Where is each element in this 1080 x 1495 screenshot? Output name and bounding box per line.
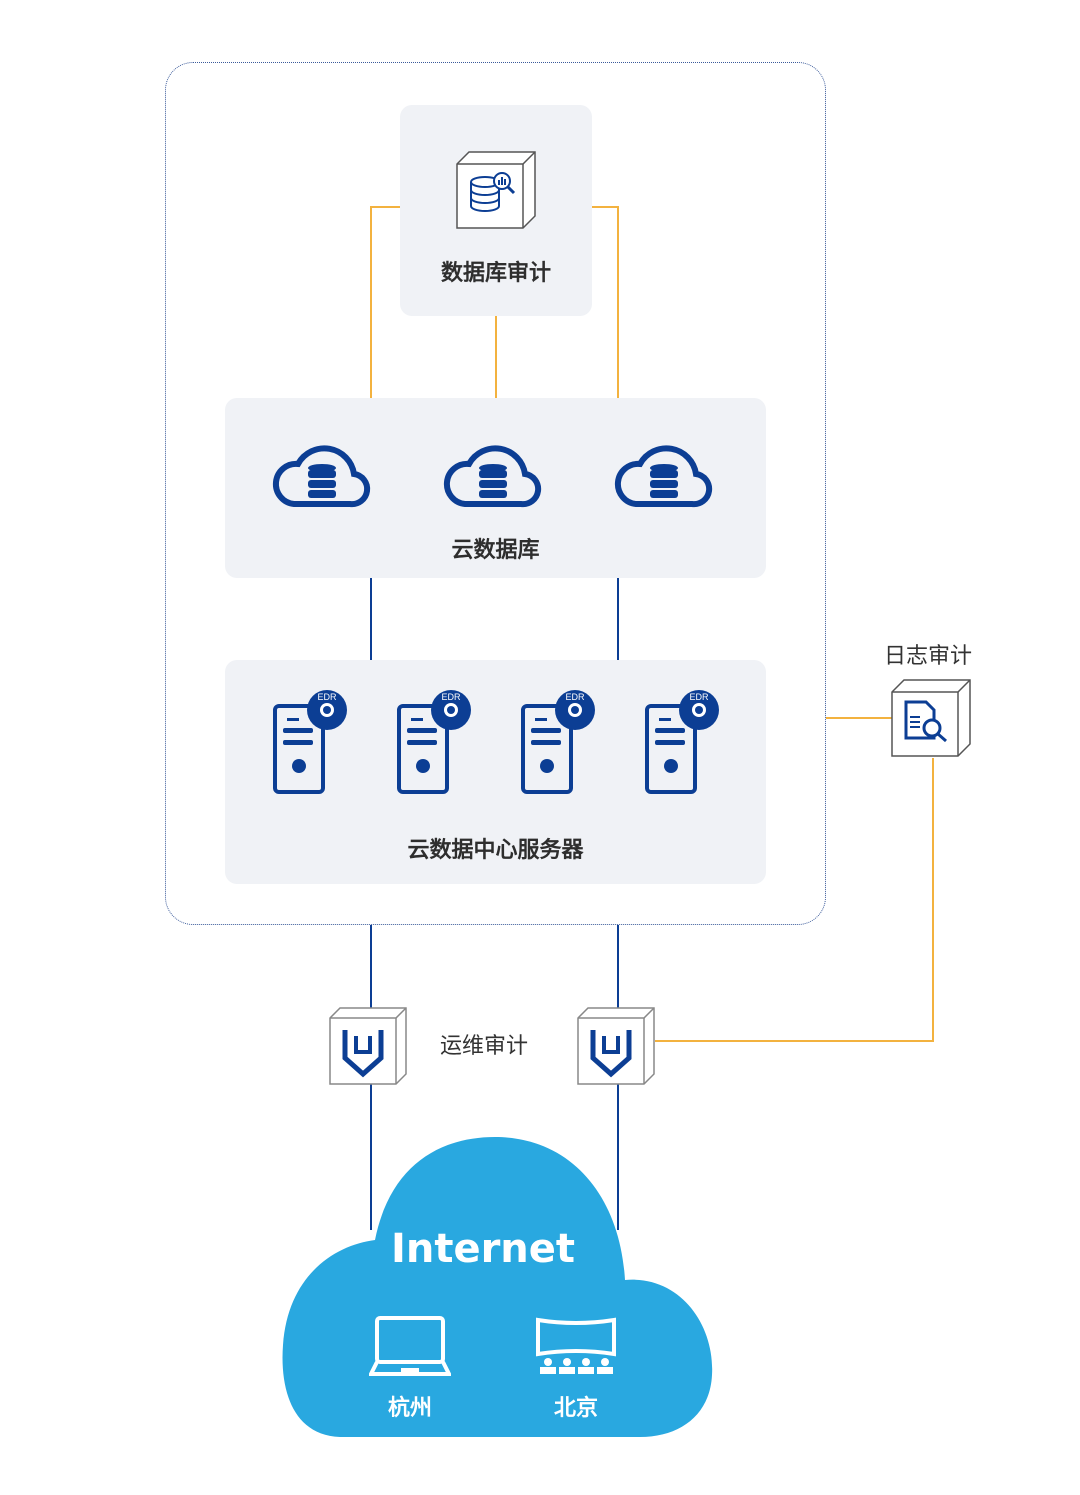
log-audit-link-ops bbox=[655, 758, 934, 1042]
cloud-database-icon bbox=[614, 445, 713, 508]
cloud-database-icon bbox=[272, 445, 371, 508]
server-icon: EDR bbox=[645, 690, 719, 794]
server-panel: EDR EDR EDR EDR 云数据中心服务器 bbox=[225, 660, 766, 884]
location-label-hangzhou: 杭州 bbox=[387, 1396, 432, 1421]
shield-icon bbox=[329, 1007, 407, 1085]
cloud-database-panel: 云数据库 bbox=[225, 398, 766, 578]
document-search-icon bbox=[891, 679, 971, 757]
edr-badge: EDR bbox=[317, 692, 337, 702]
server-item: EDR bbox=[397, 688, 477, 798]
edr-badge: EDR bbox=[689, 692, 709, 702]
cloud-database-icon bbox=[443, 445, 542, 508]
database-audit-label: 数据库审计 bbox=[440, 261, 551, 286]
video-wall-icon bbox=[536, 1317, 616, 1374]
server-icon: EDR bbox=[273, 690, 347, 794]
edr-badge: EDR bbox=[565, 692, 585, 702]
db-audit-link-left bbox=[370, 206, 400, 398]
db-audit-link-right bbox=[592, 206, 619, 398]
server-icon: EDR bbox=[397, 690, 471, 794]
location-label-beijing: 北京 bbox=[553, 1396, 598, 1421]
server-item: EDR bbox=[521, 688, 601, 798]
cloud-database-label: 云数据库 bbox=[451, 538, 540, 563]
server-icon: EDR bbox=[521, 690, 595, 794]
laptop-icon bbox=[369, 1316, 451, 1376]
ops-audit-label: 运维审计 bbox=[440, 1034, 529, 1059]
database-audit-panel: 数据库审计 bbox=[400, 105, 592, 316]
server-item: EDR bbox=[273, 688, 353, 798]
edr-badge: EDR bbox=[441, 692, 461, 702]
server-label: 云数据中心服务器 bbox=[407, 838, 584, 863]
cloud-datacenter-boundary bbox=[165, 62, 826, 925]
internet-label: Internet bbox=[390, 1226, 576, 1272]
internet-cloud bbox=[282, 1137, 713, 1437]
server-item: EDR bbox=[645, 688, 725, 798]
shield-icon bbox=[577, 1007, 655, 1085]
log-audit-label: 日志审计 bbox=[884, 644, 973, 669]
database-search-icon bbox=[456, 151, 536, 229]
